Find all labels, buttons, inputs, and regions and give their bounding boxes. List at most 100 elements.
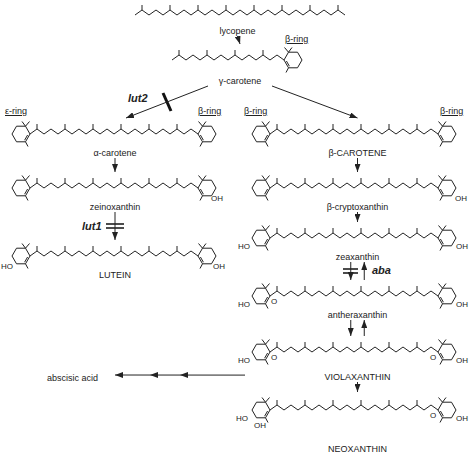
gamma-carotene-structure bbox=[172, 50, 284, 62]
connector-layer bbox=[115, 36, 364, 392]
polyene-chain bbox=[270, 124, 438, 136]
compound-name: NEOXANTHIN bbox=[328, 444, 387, 454]
beta-ring bbox=[284, 48, 302, 73]
compound-node: LUTEIN bbox=[5, 240, 225, 280]
reaction-arrow bbox=[126, 86, 208, 118]
compound-node: antheraxanthin bbox=[245, 280, 470, 320]
epsilon-ring bbox=[12, 244, 30, 269]
ring-label: β-ring bbox=[244, 106, 267, 116]
lycopene-structure bbox=[135, 5, 345, 17]
reaction-arrow bbox=[364, 320, 365, 336]
atom-label: O bbox=[271, 353, 277, 362]
epoxy-ring bbox=[438, 398, 456, 423]
polyene-chain bbox=[270, 400, 438, 412]
compound-name: α-carotene bbox=[93, 148, 136, 158]
alpha-carotene-structure bbox=[12, 122, 216, 147]
beta-ring bbox=[252, 176, 270, 201]
reaction-arrow bbox=[364, 262, 365, 280]
atom-label: O bbox=[430, 353, 436, 362]
compound-node: zeaxanthin bbox=[245, 222, 470, 262]
atom-label: HO bbox=[238, 300, 250, 309]
neoxanthin-structure bbox=[270, 400, 438, 412]
compound-node: lycopene bbox=[125, 2, 350, 36]
ring-label: β-ring bbox=[285, 34, 308, 44]
atom-label: HO bbox=[236, 414, 248, 423]
epsilon-ring bbox=[12, 122, 30, 147]
beta-ring bbox=[252, 122, 270, 147]
compound-node: NEOXANTHIN bbox=[245, 392, 470, 454]
compound-node: zeinoxanthin bbox=[5, 172, 225, 212]
polyene-chain bbox=[270, 178, 438, 190]
reaction-arrow bbox=[272, 86, 358, 118]
zeinoxanthin-structure bbox=[30, 178, 198, 190]
atom-label: OH bbox=[456, 414, 468, 423]
reaction-arrow bbox=[350, 320, 351, 336]
atom-label: O bbox=[430, 411, 436, 420]
atom-label: HO bbox=[238, 242, 250, 251]
neoxanthin-structure bbox=[252, 398, 456, 423]
beta-ring bbox=[438, 226, 456, 251]
epsilon-ring bbox=[12, 176, 30, 201]
reaction-arrow bbox=[350, 262, 351, 280]
epoxy-ring bbox=[438, 340, 456, 365]
gamma-carotene-structure bbox=[172, 48, 302, 73]
compound-name: β-CAROTENE bbox=[328, 148, 386, 158]
atom-label: OH bbox=[211, 194, 223, 203]
cryptoxanthin-structure bbox=[252, 176, 456, 201]
compound-name: antheraxanthin bbox=[328, 310, 388, 320]
reaction-arrow bbox=[115, 158, 116, 172]
ring-label: ε-ring bbox=[5, 106, 27, 116]
polyene-chain bbox=[30, 246, 198, 258]
polyene-chain bbox=[30, 124, 198, 136]
compound-node: α-carotene bbox=[5, 118, 225, 158]
reaction-arrow bbox=[238, 36, 241, 44]
zeaxanthin-structure bbox=[252, 226, 456, 251]
reaction-arrow bbox=[357, 382, 358, 392]
ring-label: β-ring bbox=[440, 106, 463, 116]
compound-name: zeinoxanthin bbox=[90, 202, 141, 212]
compound-name: lycopene bbox=[219, 26, 255, 36]
violaxanthin-structure bbox=[270, 342, 438, 354]
beta-ring bbox=[198, 122, 216, 147]
polyene-chain bbox=[270, 342, 438, 354]
compound-name: VIOLAXANTHIN bbox=[324, 372, 390, 382]
atom-label: HO bbox=[1, 262, 13, 271]
lutein-structure bbox=[30, 246, 198, 258]
mutant-label: aba bbox=[372, 264, 391, 276]
polyene-chain bbox=[172, 50, 284, 62]
compound-name: LUTEIN bbox=[99, 270, 131, 280]
compound-name: γ-carotene bbox=[219, 76, 262, 86]
beta-ring bbox=[252, 226, 270, 251]
compound-name: abscisic acid bbox=[47, 373, 98, 383]
epoxy-ring bbox=[252, 284, 270, 309]
atom-label: OH bbox=[456, 300, 468, 309]
beta-ring bbox=[438, 176, 456, 201]
beta-ring bbox=[438, 122, 456, 147]
atom-label: OH bbox=[213, 262, 225, 271]
zeaxanthin-structure bbox=[270, 228, 438, 240]
compound-node: γ-carotene bbox=[160, 44, 320, 86]
violaxanthin-structure bbox=[252, 340, 456, 365]
reaction-arrow bbox=[115, 375, 245, 376]
atom-label: OH bbox=[456, 242, 468, 251]
beta-carotene-structure bbox=[252, 122, 456, 147]
lutein-structure bbox=[12, 244, 216, 269]
antheraxanthin-structure bbox=[252, 284, 456, 309]
polyene-chain bbox=[30, 178, 198, 190]
polyene-chain bbox=[270, 228, 438, 240]
reaction-arrow bbox=[357, 158, 358, 172]
compound-node: β-CAROTENE bbox=[245, 118, 470, 158]
compound-node: VIOLAXANTHIN bbox=[245, 336, 470, 382]
mutant-label: lut2 bbox=[128, 92, 148, 104]
polyene-chain bbox=[135, 5, 345, 17]
mutant-label: lut1 bbox=[82, 220, 102, 232]
alpha-carotene-structure bbox=[30, 124, 198, 136]
compound-name: β-cryptoxanthin bbox=[327, 202, 389, 212]
compound-name: zeaxanthin bbox=[336, 252, 380, 262]
epoxy-ring bbox=[252, 340, 270, 365]
ring-label: β-ring bbox=[198, 106, 221, 116]
zeinoxanthin-structure bbox=[12, 176, 216, 201]
reaction-arrow bbox=[115, 212, 116, 240]
